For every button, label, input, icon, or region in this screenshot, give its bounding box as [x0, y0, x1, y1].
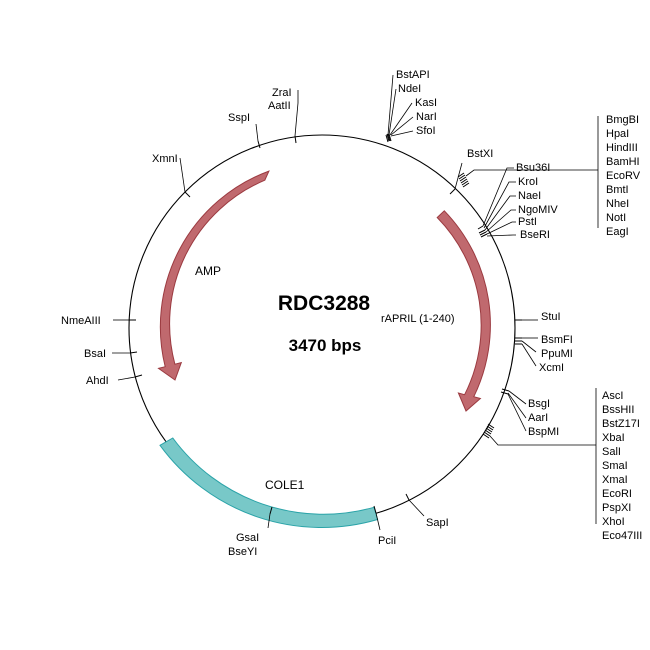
amp-label: AMP	[195, 264, 221, 278]
site-label-ahdi: AhdI	[86, 375, 109, 387]
site-group-mcs-lower: AscI BssHII BstZ17I XbaI SalI SmaI XmaI …	[482, 388, 642, 542]
site-group-sapi: SapI	[405, 493, 449, 529]
site-label-bsshii: BssHII	[602, 404, 634, 416]
site-label-nari: NarI	[416, 111, 437, 123]
site-label-pspxi: PspXI	[602, 502, 631, 514]
site-label-nhei: NheI	[606, 198, 629, 210]
site-label-xhoi: XhoI	[602, 516, 625, 528]
site-label-ecori: EcoRI	[602, 488, 632, 500]
site-group-pcii: PciI	[373, 505, 396, 547]
site-label-xmni: XmnI	[152, 153, 178, 165]
raprilinsert-arrow	[436, 210, 491, 412]
site-label-smai: SmaI	[602, 460, 628, 472]
site-group-zrai: ZraI AatII	[268, 87, 299, 144]
site-label-xmai: XmaI	[602, 474, 628, 486]
site-label-hpai: HpaI	[606, 128, 629, 140]
site-label-eagi: EagI	[606, 226, 629, 238]
site-label-xbai: XbaI	[602, 432, 625, 444]
site-label-bstapi: BstAPI	[396, 69, 430, 81]
site-group-gsai: GsaI BseYI	[228, 506, 273, 558]
site-label-sfoi: SfoI	[416, 125, 436, 137]
site-group-mcs-upper: BmgBI HpaI HindIII BamHI EcoRV BmtI NheI…	[457, 114, 641, 238]
site-label-bstz17i: BstZ17I	[602, 418, 640, 430]
site-label-gsai: GsaI	[236, 532, 259, 544]
site-label-pcii: PciI	[378, 535, 396, 547]
site-group-ahdi: AhdI	[86, 374, 143, 387]
site-label-bamhi: BamHI	[606, 156, 640, 168]
site-group-bsu36i: Bsu36I KroI NaeI NgoMIV PstI BseRI	[477, 162, 558, 241]
site-label-sspi: SspI	[228, 112, 250, 124]
site-label-kroi: KroI	[518, 176, 538, 188]
plasmid-name: RDC3288	[278, 292, 371, 315]
raprilinsert-label: rAPRIL (1-240)	[381, 313, 455, 325]
site-label-zrai: ZraI	[272, 87, 292, 99]
site-group-xmni: XmnI	[152, 153, 191, 198]
site-label-stui: StuI	[541, 311, 561, 323]
site-group-bsmfi: BsmFI PpuMI XcmI	[515, 334, 573, 374]
site-group-bsai: BsaI	[84, 348, 138, 360]
site-label-xcmi: XcmI	[539, 362, 564, 374]
site-label-bsu36i: Bsu36I	[516, 162, 550, 174]
site-label-sali: SalI	[602, 446, 621, 458]
site-label-ndei: NdeI	[398, 83, 421, 95]
site-group-sspi: SspI	[228, 112, 261, 149]
site-label-bsmfi: BsmFI	[541, 334, 573, 346]
site-label-psti: PstI	[518, 216, 537, 228]
site-label-bspmi: BspMI	[528, 426, 559, 438]
site-group-nmeaiii: NmeAIII	[61, 315, 136, 327]
site-label-ngomiv: NgoMIV	[518, 204, 558, 216]
site-label-kasi: KasI	[415, 97, 437, 109]
site-label-nmeaiii: NmeAIII	[61, 315, 101, 327]
site-label-eco47iii: Eco47III	[602, 530, 642, 542]
site-group-stui: StuI	[515, 311, 561, 323]
site-group-bsgi: BsgI AarI BspMI	[500, 388, 559, 438]
site-label-ecorv: EcoRV	[606, 170, 641, 182]
site-group-bstxi: BstXI	[449, 148, 493, 195]
site-label-sapi: SapI	[426, 517, 449, 529]
site-label-noti: NotI	[606, 212, 626, 224]
site-group-top: BstAPI NdeI KasI NarI SfoI	[385, 69, 437, 143]
site-label-bseyi: BseYI	[228, 546, 257, 558]
site-label-asci: AscI	[602, 390, 623, 402]
amp-arrow	[157, 170, 270, 381]
site-label-bsai: BsaI	[84, 348, 106, 360]
site-label-naei: NaeI	[518, 190, 541, 202]
site-label-beeri: BseRI	[520, 229, 550, 241]
site-label-bmti: BmtI	[606, 184, 629, 196]
site-label-aatii: AatII	[268, 100, 291, 112]
site-label-bmgbi: BmgBI	[606, 114, 639, 126]
site-label-bsgi: BsgI	[528, 398, 550, 410]
site-label-hindiii: HindIII	[606, 142, 638, 154]
plasmid-size: 3470 bps	[289, 336, 362, 355]
cole1-label: COLE1	[265, 478, 305, 492]
site-label-aari: AarI	[528, 412, 548, 424]
site-label-ppumi: PpuMI	[541, 348, 573, 360]
site-label-bstxi: BstXI	[467, 148, 493, 160]
